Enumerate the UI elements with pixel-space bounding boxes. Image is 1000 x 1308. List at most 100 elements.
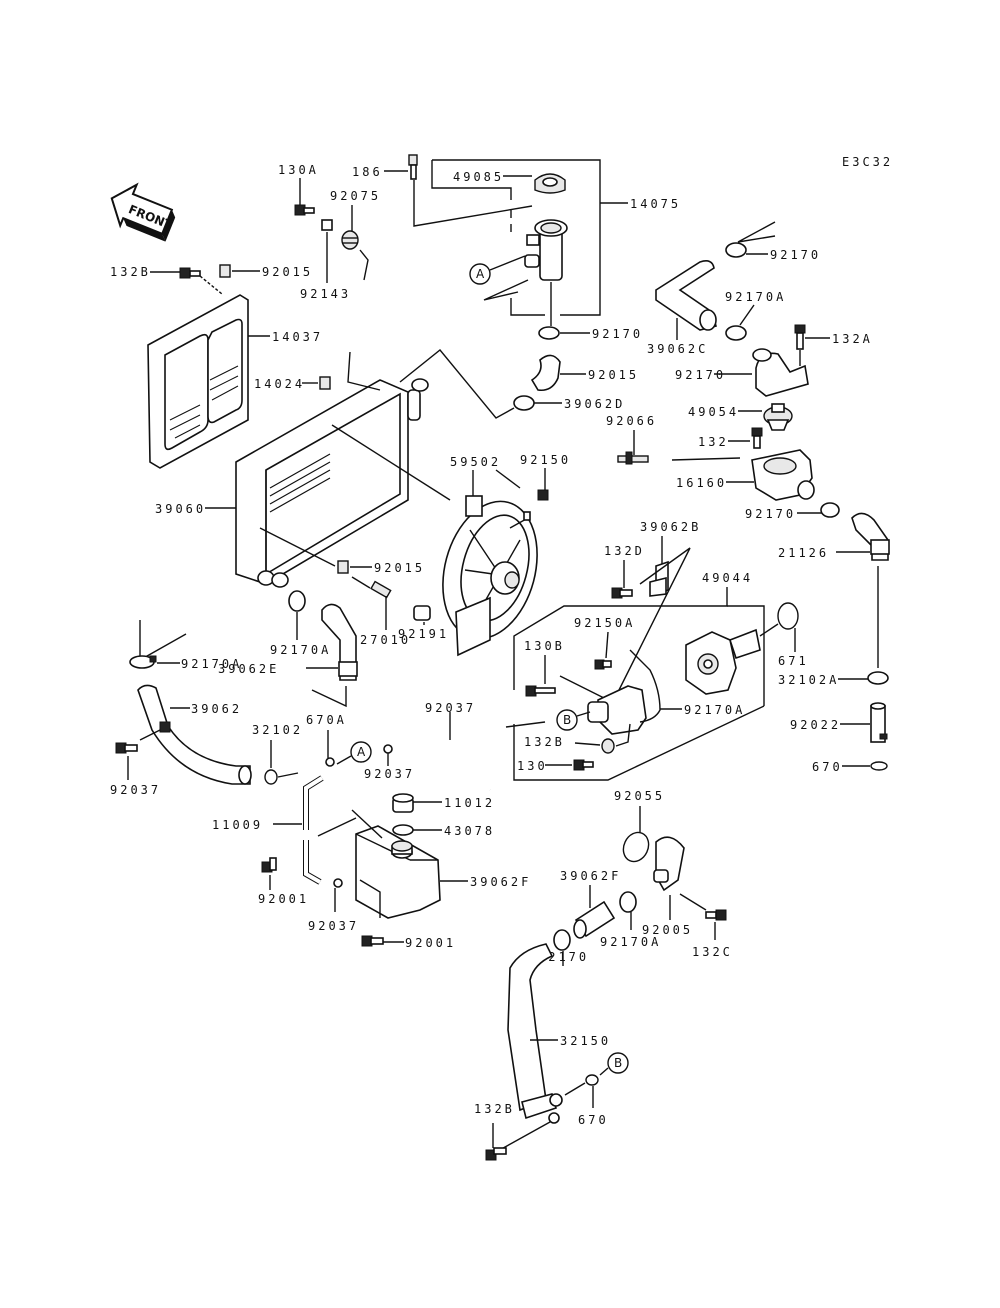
label-130A: 130A — [278, 163, 319, 177]
clamp-92170-cap-part — [538, 326, 560, 340]
pipe-32102-part — [870, 702, 888, 743]
bolt-130-part — [573, 759, 594, 771]
bolt-130B-part — [525, 685, 556, 697]
label-39062: 92037 — [425, 701, 476, 715]
label-92075: 92075 — [330, 189, 381, 203]
label-32102: 92022 — [790, 718, 841, 732]
label-92170A-left: 92170A — [270, 643, 331, 657]
label-92055: 92055 — [614, 789, 665, 803]
label-39062B: 21126 — [778, 546, 829, 560]
washer-92022-part — [601, 738, 615, 754]
label-132B-left: 92037 — [110, 783, 161, 797]
label-92170A-far: 92170A — [181, 657, 242, 671]
clip-92037-c-part — [333, 878, 343, 888]
hose-39062C-part — [655, 260, 717, 331]
reservoir-tank-43078-part — [351, 809, 441, 919]
bolt-132B-bottom-part — [485, 1147, 507, 1161]
bleed-bolt-92066-part — [617, 451, 649, 465]
label-92170-cap: 92170 — [592, 327, 643, 341]
label-49054: 49054 — [688, 405, 739, 419]
label-670-bottom: 670 — [578, 1113, 609, 1127]
label-92170A-right: 32102A — [778, 673, 839, 687]
thermostat-cover-14024-part — [752, 348, 809, 397]
clamp-92170-top-part — [725, 242, 747, 258]
bolt-132-part — [751, 427, 763, 449]
hose-39062D-part — [530, 354, 561, 392]
label-59502: 59502 — [450, 455, 501, 469]
ref-marker-A-top — [469, 263, 491, 285]
label-92170A-low: 92170A — [600, 935, 661, 949]
clamp-92170A-far-part — [129, 655, 157, 669]
label-92037-b: 92037 — [364, 767, 415, 781]
label-49044: 49044 — [702, 571, 753, 585]
hose-39062B-part — [851, 512, 890, 561]
pump-cover-part — [587, 685, 647, 735]
label-92143: 92143 — [300, 287, 351, 301]
radiator-39060-part — [235, 378, 429, 588]
label-92015-top: 92015 — [262, 265, 313, 279]
radiator-cap-49085-part — [534, 173, 566, 194]
filler-neck-part — [524, 219, 568, 281]
label-16160: 16160 — [676, 476, 727, 490]
label-92001-b: 92001 — [405, 936, 456, 950]
o-ring-92055-part — [622, 831, 650, 863]
label-130: 130 — [517, 759, 548, 773]
o-ring-670-bottom-part — [585, 1074, 599, 1086]
tank-cap-11012-part — [392, 793, 414, 813]
clip-92015-part — [219, 264, 231, 278]
clip-92015-low-part — [337, 560, 349, 574]
label-14037: 14037 — [272, 330, 323, 344]
ref-marker-A-hose — [350, 741, 372, 763]
label-132C: 132C — [692, 945, 733, 959]
label-92015-low: 92015 — [374, 561, 425, 575]
label-671: 671 — [778, 654, 809, 668]
label-92150: 92150 — [520, 453, 571, 467]
hose-39062E-part — [321, 603, 358, 681]
label-186: 186 — [352, 165, 383, 179]
clip-92037-b-part — [383, 744, 393, 754]
ref-marker-A-label: A — [476, 267, 485, 281]
ref-marker-B-label-2: B — [614, 1056, 622, 1070]
bolt-186-part — [408, 154, 418, 180]
label-92170-right: 92170 — [745, 507, 796, 521]
label-92066: 92066 — [606, 414, 657, 428]
bracket-21126-part — [649, 560, 669, 597]
o-ring-670A-part — [264, 769, 278, 785]
clamp-92170-right-part — [820, 502, 840, 518]
clamp-92170A-right-part — [867, 671, 889, 685]
label-92037-c: 92037 — [308, 919, 359, 933]
fan-switch-27010-part — [370, 580, 392, 599]
bolt-132A-part — [794, 324, 806, 350]
label-43078: 39062F — [470, 875, 531, 889]
collar-92143-part — [321, 219, 333, 231]
label-132: 132 — [698, 435, 729, 449]
label-132B-bottom: 132B — [474, 1102, 515, 1116]
radiator-guard-14037-part — [147, 294, 249, 469]
clamp-92170-mid-part — [513, 395, 535, 411]
bolt-92001-a-part — [261, 857, 277, 873]
diagram-code: E3C32 — [842, 155, 893, 169]
ref-marker-B-bottom — [607, 1052, 629, 1074]
front-arrow-icon: FRONT — [110, 182, 176, 242]
label-39062D: 92015 — [588, 368, 639, 382]
label-39062A: 11009 — [212, 818, 263, 832]
label-132A: 132A — [832, 332, 873, 346]
label-130B: 130B — [524, 639, 565, 653]
hose-39062-part — [382, 712, 492, 791]
pump-outlet-92005-part — [653, 836, 685, 892]
gasket-11009-part — [392, 824, 414, 836]
label-92037-a: 670A — [306, 713, 347, 727]
label-32102A: 39062 — [191, 702, 242, 716]
label-92015-mid: 14024 — [254, 377, 305, 391]
bolt-132B-left-part — [115, 742, 138, 754]
collar-92191-part — [413, 605, 431, 621]
ref-marker-B-label: B — [563, 713, 571, 727]
label-49085: 49085 — [453, 170, 504, 184]
label-39062C: 39062C — [647, 342, 708, 356]
clamp-92170A-top-part — [725, 325, 747, 341]
label-670A: 32102 — [252, 723, 303, 737]
label-132B-top: 132B — [110, 265, 151, 279]
hose-39062F-part — [573, 900, 616, 939]
label-39060: 39060 — [155, 502, 206, 516]
bolt-92150A-part — [594, 659, 612, 670]
